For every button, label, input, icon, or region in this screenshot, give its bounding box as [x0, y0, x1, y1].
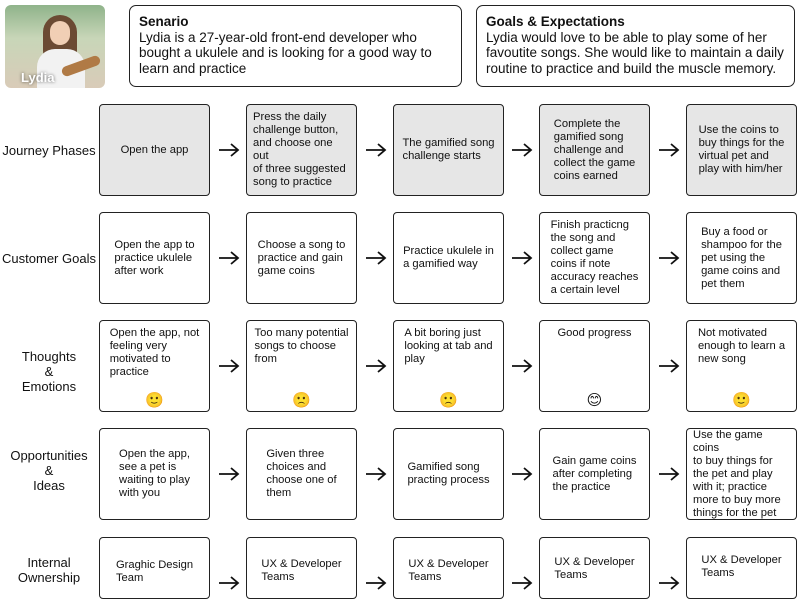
journey-phase-card: Open the app: [99, 104, 210, 196]
scenario-title: Senario: [139, 14, 189, 29]
persona-name: Lydia: [21, 70, 55, 85]
frowning-face-icon: 🙁: [439, 391, 458, 409]
persona-photo: Lydia: [5, 5, 105, 88]
customer-goal-card: Choose a song to practice and gain game …: [246, 212, 357, 304]
opportunity-card: Use the game coins to buy things for the…: [686, 428, 797, 520]
row-label-opportunities-ideas: Opportunities & Ideas: [10, 448, 88, 493]
goals-title: Goals & Expectations: [486, 14, 625, 29]
customer-goal-card: Buy a food or shampoo for the pet using …: [686, 212, 797, 304]
ownership-card: UX & Developer Teams: [539, 537, 650, 599]
arrow-right-icon: [659, 359, 680, 373]
slightly-smiling-face-icon: 🙂: [732, 391, 751, 409]
ownership-card: Graghic Design Team: [99, 537, 210, 599]
customer-goal-card: Open the app to practice ukulele after w…: [99, 212, 210, 304]
thought-card: Not motivated enough to learn a new song…: [686, 320, 797, 412]
scenario-box: Senario Lydia is a 27-year-old front-end…: [129, 5, 462, 87]
thought-card: Good progress😊: [539, 320, 650, 412]
arrow-right-icon: [366, 143, 387, 157]
arrow-right-icon: [659, 143, 680, 157]
frowning-face-icon: 🙁: [292, 391, 311, 409]
arrow-right-icon: [512, 359, 533, 373]
slightly-smiling-face-icon: 🙂: [145, 391, 164, 409]
arrow-right-icon: [219, 143, 240, 157]
arrow-right-icon: [219, 467, 240, 481]
arrow-right-icon: [366, 576, 387, 590]
arrow-right-icon: [659, 251, 680, 265]
thought-card: Open the app, not feeling very motivated…: [99, 320, 210, 412]
arrow-right-icon: [512, 143, 533, 157]
arrow-right-icon: [659, 467, 680, 481]
smiling-face-icon: 😊: [586, 391, 603, 409]
scenario-text: Lydia is a 27-year-old front-end develop…: [139, 29, 432, 76]
opportunity-card: Gain game coins after completing the pra…: [539, 428, 650, 520]
arrow-right-icon: [219, 359, 240, 373]
journey-phase-card: Use the coins to buy things for the virt…: [686, 104, 797, 196]
arrow-right-icon: [659, 576, 680, 590]
ownership-card: UX & Developer Teams: [393, 537, 504, 599]
customer-goal-card: Practice ukulele in a gamified way: [393, 212, 504, 304]
row-label-internal-ownership: Internal Ownership: [17, 555, 81, 585]
opportunity-card: Given three choices and choose one of th…: [246, 428, 357, 520]
journey-phase-card: Complete the gamified song challenge and…: [539, 104, 650, 196]
ownership-card: UX & Developer Teams: [246, 537, 357, 599]
arrow-right-icon: [219, 576, 240, 590]
arrow-right-icon: [512, 467, 533, 481]
goals-box: Goals & Expectations Lydia would love to…: [476, 5, 795, 87]
arrow-right-icon: [512, 576, 533, 590]
journey-phase-card: Press the daily challenge button, and ch…: [246, 104, 357, 196]
arrow-right-icon: [366, 467, 387, 481]
journey-phase-card: The gamified song challenge starts: [393, 104, 504, 196]
row-label-thoughts-emotions: Thoughts & Emotions: [21, 349, 77, 394]
ownership-card: UX & Developer Teams: [686, 537, 797, 599]
arrow-right-icon: [219, 251, 240, 265]
persona-face: [50, 21, 70, 45]
opportunity-card: Gamified song practing process: [393, 428, 504, 520]
row-label-customer-goals: Customer Goals: [2, 251, 96, 266]
opportunity-card: Open the app, see a pet is waiting to pl…: [99, 428, 210, 520]
goals-text: Lydia would love to be able to play some…: [486, 29, 784, 76]
customer-goal-card: Finish practicng the song and collect ga…: [539, 212, 650, 304]
row-label-journey-phases: Journey Phases: [2, 143, 96, 158]
arrow-right-icon: [366, 251, 387, 265]
arrow-right-icon: [512, 251, 533, 265]
thought-card: Too many potential songs to choose from🙁: [246, 320, 357, 412]
arrow-right-icon: [366, 359, 387, 373]
thought-card: A bit boring just looking at tab and pla…: [393, 320, 504, 412]
